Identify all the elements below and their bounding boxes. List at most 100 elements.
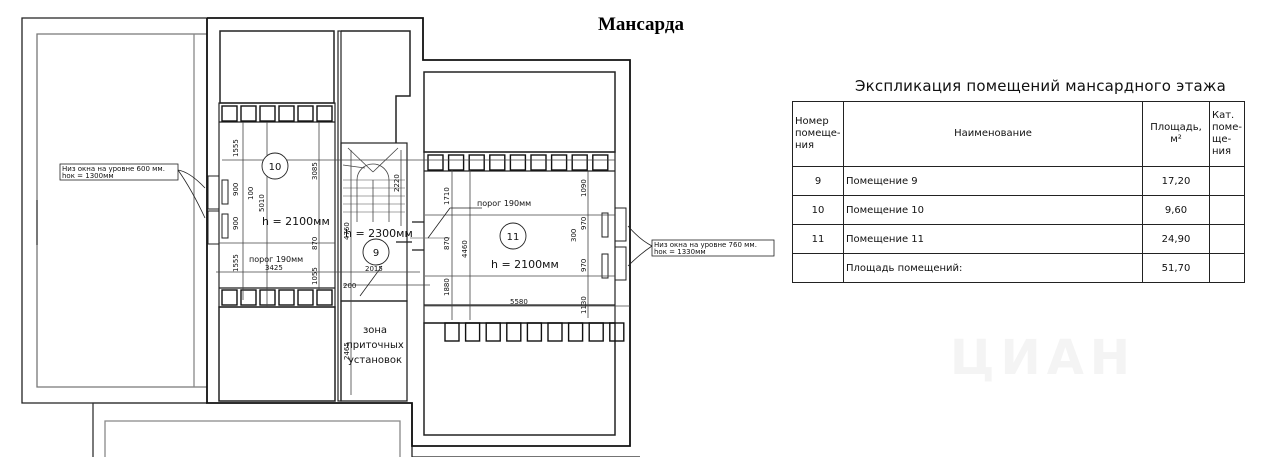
dim-3085: 3085 [311, 162, 319, 180]
room11-marker [499, 222, 527, 250]
room10-threshold: порог 190мм [249, 255, 303, 264]
dim-900-upper: 900 [232, 183, 240, 196]
cell-category [1209, 166, 1245, 196]
room9-marker [362, 238, 390, 266]
note-right-box [651, 239, 775, 257]
header-room-number: Номер помеще-ния [792, 101, 844, 167]
rafter-room11-top [468, 154, 485, 171]
table-header-row: Номер помеще-ния Наименование Площадь, м… [792, 101, 1245, 167]
note-right-line2: hок = 1330мм [654, 248, 706, 256]
cell-area: 51,70 [1142, 253, 1210, 283]
dim-300: 300 [570, 229, 578, 242]
rafter-room10-bottom [259, 289, 276, 306]
rafter-room11-bottom [567, 322, 584, 342]
rafter-room10-bottom [297, 289, 314, 306]
zone-label-2: приточных [346, 340, 404, 351]
bottom-building-outer [92, 402, 207, 457]
left-building-inner [36, 33, 207, 388]
table-row: 10 Помещение 10 9,60 [792, 195, 1245, 225]
note-left-line1: Низ окна на уровне 600 мм. [62, 165, 165, 173]
rafter-room11-bottom [588, 322, 604, 342]
rafter-room11-bottom [547, 322, 563, 342]
dim-870-right: 870 [443, 237, 451, 250]
header-name: Наименование [843, 101, 1143, 167]
rafter-room11-top [427, 154, 444, 171]
window-left-1 [207, 175, 220, 210]
rafter-room11-top [530, 154, 547, 171]
dim-1710: 1710 [443, 187, 451, 205]
cell-area: 24,90 [1142, 224, 1210, 254]
rafter-room10-bottom [316, 289, 333, 306]
rafter-room11-top [447, 154, 465, 171]
outer-wall [206, 17, 631, 447]
rafter-room11-bottom [444, 322, 460, 342]
dim-2220: 2220 [393, 174, 401, 192]
rooms-table: Номер помеще-ния Наименование Площадь, м… [792, 101, 1245, 283]
cell-number: 9 [792, 166, 844, 196]
room9-number: 9 [373, 248, 379, 259]
rafter-room11-top [571, 154, 588, 171]
cell-number [792, 253, 844, 283]
room10-top-storage [219, 30, 335, 104]
cell-number: 10 [792, 195, 844, 225]
dim-200: 200 [343, 282, 356, 290]
rafter-room10-top [278, 105, 295, 122]
dim-1555-bottom: 1555 [232, 254, 240, 272]
dim-900-lower: 900 [232, 217, 240, 230]
note-left-box [59, 163, 179, 181]
rafter-room10-top [316, 105, 333, 122]
room10-number: 10 [269, 162, 282, 173]
dim-2465: 2465 [343, 342, 351, 360]
cell-name: Помещение 9 [843, 166, 1143, 196]
room11-top-storage [423, 71, 616, 153]
note-right-line1: Низ окна на уровне 760 мм. [654, 241, 757, 249]
bottom-building-inner [104, 420, 401, 457]
header-category: Кат. поме-ще-ния [1209, 101, 1245, 167]
left-building-outline [22, 18, 207, 74]
cell-name: Помещение 10 [843, 195, 1143, 225]
rafter-room11-bottom [485, 322, 501, 342]
rafter-room11-bottom [526, 322, 543, 342]
dim-1055: 1055 [311, 267, 319, 285]
rafter-room10-bottom [221, 289, 238, 306]
rafter-room10-bottom [278, 289, 295, 306]
window-right-1 [614, 207, 627, 242]
rafter-room10-top [240, 105, 257, 122]
dim-870-left: 870 [311, 237, 319, 250]
rafter-room11-bottom [609, 322, 625, 342]
drawing-title: Мансарда [598, 14, 684, 35]
cell-name: Площадь помещений: [843, 253, 1143, 283]
cell-category [1209, 224, 1245, 254]
rafter-room10-top [221, 105, 238, 122]
cell-number: 11 [792, 224, 844, 254]
dim-1090: 1090 [580, 179, 588, 197]
cell-area: 9,60 [1142, 195, 1210, 225]
dim-1880: 1880 [443, 278, 451, 296]
room11-number: 11 [507, 232, 520, 243]
dim-970-lower: 970 [580, 259, 588, 272]
dim-100: 100 [247, 187, 255, 200]
dim-3425: 3425 [265, 264, 283, 272]
room11-threshold: порог 190мм [477, 199, 531, 208]
room11-height: h = 2100мм [491, 258, 559, 271]
rafter-room11-bottom [506, 322, 522, 342]
table-row: 9 Помещение 9 17,20 [792, 166, 1245, 196]
rafter-room11-top [550, 154, 568, 171]
rafter-room10-bottom [240, 289, 257, 306]
rafter-room11-top [489, 154, 506, 171]
room10-height: h = 2100мм [262, 215, 330, 228]
dim-970-upper: 970 [580, 217, 588, 230]
table-row: 11 Помещение 11 24,90 [792, 224, 1245, 254]
table-title: Экспликация помещений мансардного этажа [855, 77, 1227, 95]
dim-1555-top: 1555 [232, 139, 240, 157]
rafter-room11-bottom [464, 322, 481, 342]
note-left-line2: hок = 1300мм [62, 172, 114, 180]
window-right-2 [614, 246, 627, 281]
watermark-logo: ЦИАН [950, 330, 1137, 386]
dim-4460: 4460 [461, 240, 469, 258]
dim-5010: 5010 [258, 194, 266, 212]
cell-category [1209, 195, 1245, 225]
dim-2015: 2015 [365, 265, 383, 273]
zone-label-1: зона [363, 325, 387, 336]
